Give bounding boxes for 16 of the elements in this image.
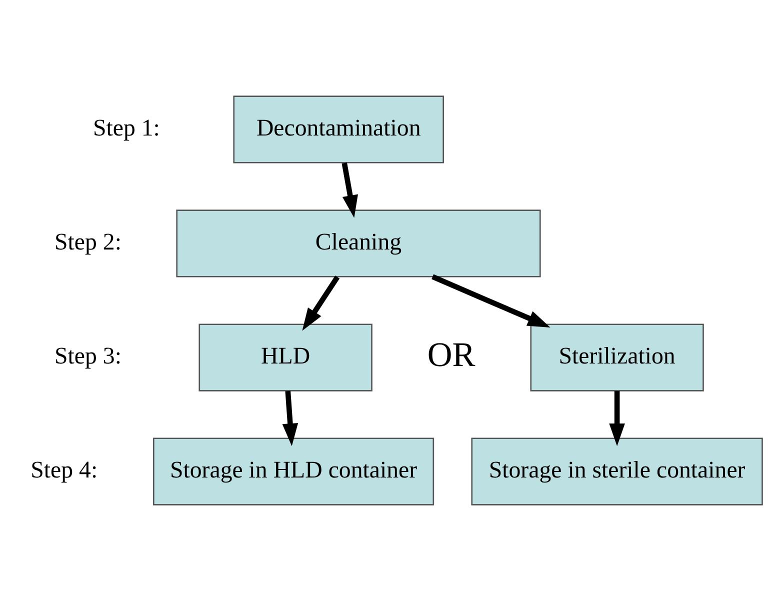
node-box: Cleaning (176, 209, 541, 277)
label: Step 2: (54, 228, 122, 255)
label: Step 4: (30, 456, 98, 483)
label: Step 3: (54, 342, 122, 369)
node-box: Storage in HLD container (152, 437, 434, 505)
node-box: HLD (198, 323, 372, 391)
label: OR (427, 335, 476, 374)
arrow (282, 390, 298, 446)
node-box: Storage in sterile container (471, 437, 763, 505)
arrow (609, 390, 625, 446)
node-box: Decontamination (233, 95, 444, 163)
label: Step 1: (92, 114, 160, 141)
arrow (432, 274, 550, 327)
arrow (342, 162, 358, 218)
node-box: Sterilization (530, 323, 704, 391)
arrow (302, 275, 340, 330)
